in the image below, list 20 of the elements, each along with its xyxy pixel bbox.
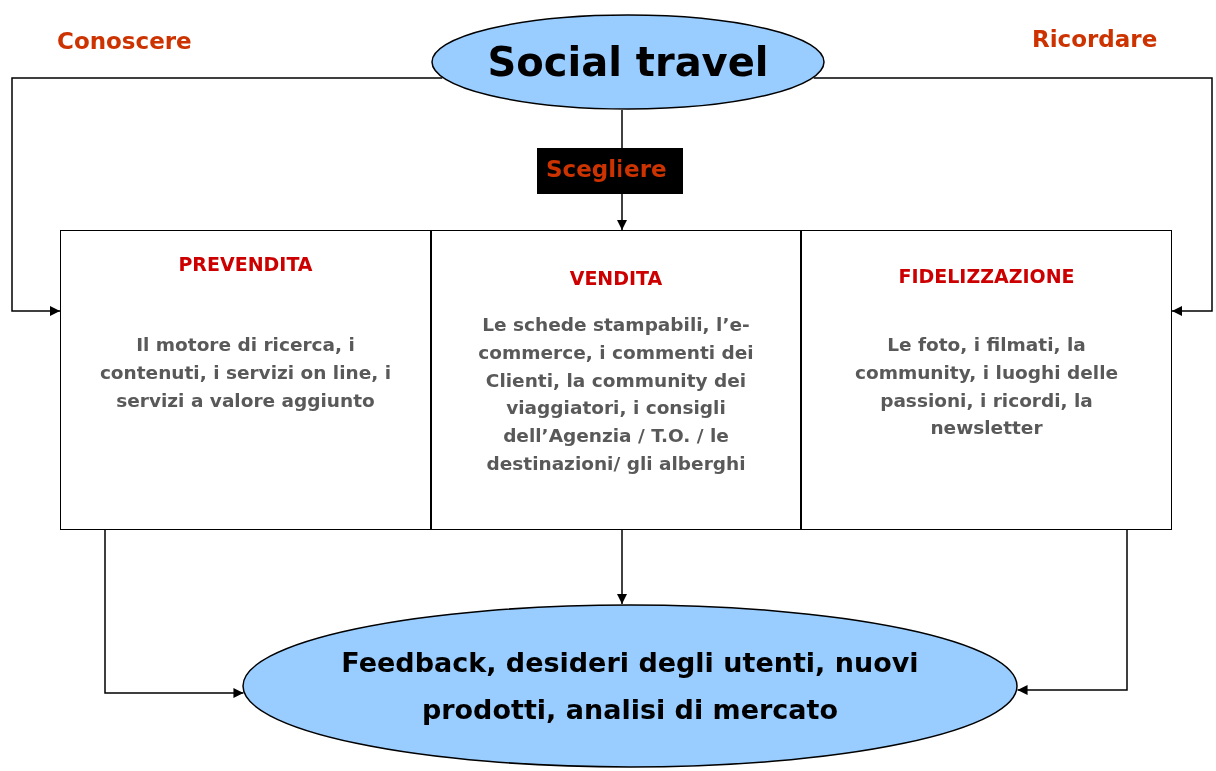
stage-panel <box>431 230 801 530</box>
oval-text: Feedback, desideri degli utenti, nuovi prodotti, analisi di mercato <box>340 645 920 727</box>
oval-text: Social travel <box>486 38 770 86</box>
arrow <box>104 529 245 698</box>
arrow <box>11 77 443 316</box>
arrow <box>1016 529 1128 695</box>
panel-body: Le schede stampabili, l’e-commerce, i commenti dei Clienti, la community dei viaggiatori, i consigli dell’Agenzia / T.O. / le destinazioni/ gli alberghi <box>477 313 755 476</box>
stage-panel <box>60 230 431 530</box>
arrow <box>813 77 1213 316</box>
edge-label: Scegliere <box>537 148 683 194</box>
edge-label: Conoscere <box>57 28 192 54</box>
panel-heading: VENDITA <box>568 267 664 290</box>
panel-heading: PREVENDITA <box>177 253 314 276</box>
panel-body: Le foto, i filmati, la community, i luoghi delle passioni, i ricordi, la newsletter <box>853 333 1120 441</box>
panel-body: Il motore di ricerca, i contenuti, i servizi on line, i servizi a valore aggiunto <box>99 333 392 413</box>
edge-label: Ricordare <box>1032 26 1158 52</box>
stage-panel <box>801 230 1172 530</box>
arrow <box>617 109 627 231</box>
arrow <box>617 529 627 605</box>
panel-heading: FIDELIZZAZIONE <box>897 265 1076 288</box>
